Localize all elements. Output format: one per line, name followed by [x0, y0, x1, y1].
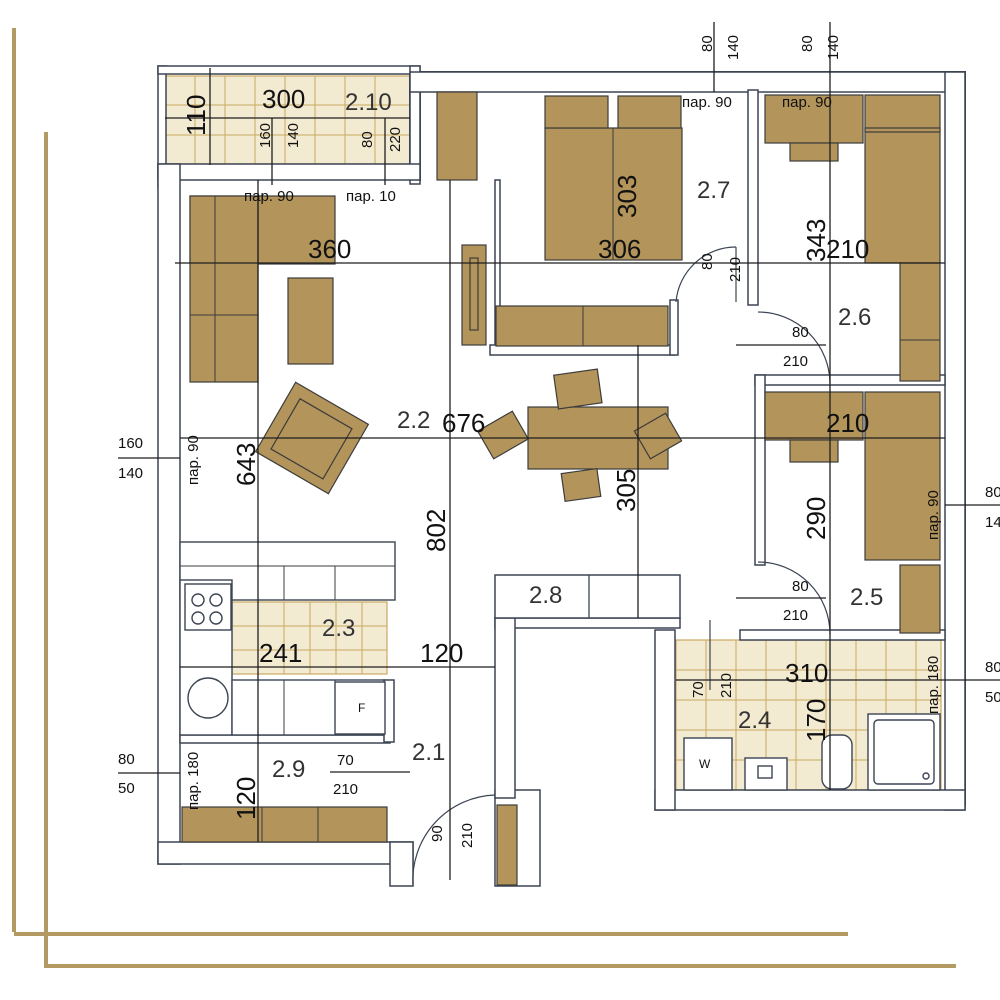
dim-241: 241: [259, 638, 302, 668]
door-annotations: 80 210 80 210 80 210 70 210 70 210 90 21…: [333, 253, 809, 848]
dim-303: 303: [612, 175, 642, 218]
svg-text:80: 80: [985, 659, 1000, 676]
dim-306: 306: [598, 234, 641, 264]
svg-text:50: 50: [985, 689, 1000, 706]
room-2-7: 2.7: [697, 177, 730, 204]
decorative-frame: [12, 28, 956, 968]
bench: [181, 806, 388, 843]
svg-text:пар. 90: пар. 90: [682, 94, 732, 111]
dim-290: 290: [801, 497, 831, 540]
dim-300: 300: [262, 84, 305, 114]
svg-text:пар. 90: пар. 90: [185, 435, 202, 485]
room-labels: 2.1 2.2 2.3 2.4 2.5 2.6 2.7 2.8 2.9 2.10: [272, 89, 883, 783]
svg-text:пар. 90: пар. 90: [244, 188, 294, 205]
svg-text:80: 80: [792, 578, 809, 595]
washer-label: W: [699, 757, 711, 771]
sink: [187, 677, 229, 719]
dim-110: 110: [181, 95, 211, 136]
dim-360: 360: [308, 234, 351, 264]
svg-text:70: 70: [337, 752, 354, 769]
dim-170: 170: [801, 699, 831, 742]
room-2-9: 2.9: [272, 756, 305, 783]
svg-text:160: 160: [257, 123, 274, 148]
svg-text:210: 210: [459, 823, 476, 848]
svg-text:220: 220: [387, 127, 404, 152]
svg-text:140: 140: [825, 35, 842, 60]
dim-802: 802: [421, 509, 451, 552]
dim-676: 676: [442, 408, 485, 438]
svg-text:90: 90: [429, 825, 446, 842]
door-swings: [412, 246, 831, 886]
opening-annotations: 160 140 80 220 80 140 80 140 160 140 80 …: [118, 35, 1000, 797]
svg-text:80: 80: [118, 751, 135, 768]
dim-120-b: 120: [231, 777, 261, 820]
svg-text:140: 140: [725, 35, 742, 60]
svg-text:пар. 10: пар. 10: [346, 188, 396, 205]
svg-text:140: 140: [985, 514, 1000, 531]
dim-210-c: 210: [826, 408, 869, 438]
svg-text:140: 140: [118, 465, 143, 482]
dim-643: 643: [231, 443, 261, 486]
svg-text:80: 80: [792, 324, 809, 341]
svg-text:пар. 90: пар. 90: [782, 94, 832, 111]
fridge-label: F: [358, 701, 365, 715]
room-2-4: 2.4: [738, 707, 771, 734]
svg-text:210: 210: [783, 607, 808, 624]
room-2-8: 2.8: [529, 582, 562, 609]
svg-text:80: 80: [699, 253, 716, 270]
svg-text:пар. 180: пар. 180: [925, 656, 942, 714]
room-2-6: 2.6: [838, 304, 871, 331]
fridge: [334, 681, 386, 735]
parapet-annotations: пар. 90 пар. 10 пар. 90 пар. 90 пар. 90 …: [185, 94, 942, 810]
room-2-3: 2.3: [322, 615, 355, 642]
svg-text:пар. 90: пар. 90: [925, 490, 942, 540]
room-2-2: 2.2: [397, 407, 430, 434]
desk: [764, 94, 864, 144]
svg-text:210: 210: [783, 353, 808, 370]
room-2-1: 2.1: [412, 739, 445, 766]
svg-text:210: 210: [727, 257, 744, 282]
svg-text:80: 80: [699, 35, 716, 52]
svg-text:140: 140: [285, 123, 302, 148]
svg-text:80: 80: [985, 484, 1000, 501]
wardrobe: [495, 305, 669, 347]
single-bed: [864, 94, 941, 264]
svg-text:70: 70: [690, 681, 707, 698]
dimension-values: 300 110 360 303 306 343 210 676 643 802 …: [181, 84, 869, 820]
room-2-5: 2.5: [850, 584, 883, 611]
svg-text:80: 80: [799, 35, 816, 52]
svg-text:50: 50: [118, 780, 135, 797]
dim-305: 305: [611, 469, 641, 512]
dim-310: 310: [785, 658, 828, 688]
coffee-table: [287, 277, 334, 365]
dim-120-a: 120: [420, 638, 463, 668]
toilet: [821, 734, 853, 790]
svg-text:210: 210: [718, 673, 735, 698]
washer: [683, 737, 733, 791]
svg-text:160: 160: [118, 435, 143, 452]
svg-text:пар. 180: пар. 180: [185, 752, 202, 810]
dim-210-b: 210: [826, 234, 869, 264]
svg-text:80: 80: [359, 131, 376, 148]
stove: [184, 583, 232, 631]
svg-text:210: 210: [333, 781, 358, 798]
dimension-lines: [118, 22, 1000, 880]
dim-343: 343: [801, 219, 831, 262]
room-2-10: 2.10: [345, 89, 392, 116]
